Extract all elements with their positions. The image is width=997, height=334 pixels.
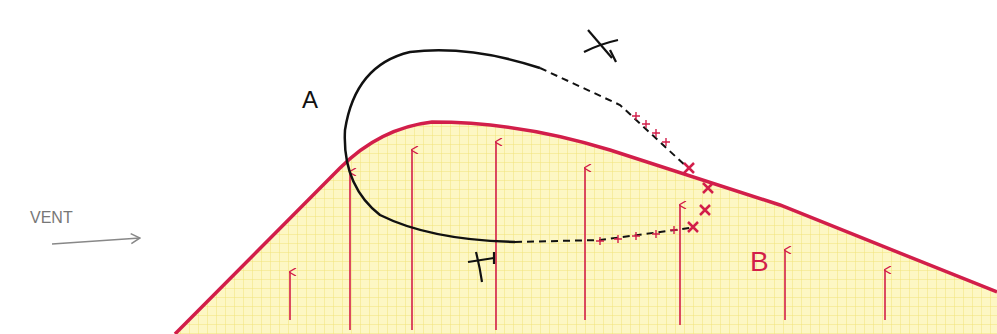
region-letter: B bbox=[750, 248, 769, 276]
region-letter: A bbox=[302, 88, 318, 112]
wind-label: VENT bbox=[30, 210, 73, 226]
